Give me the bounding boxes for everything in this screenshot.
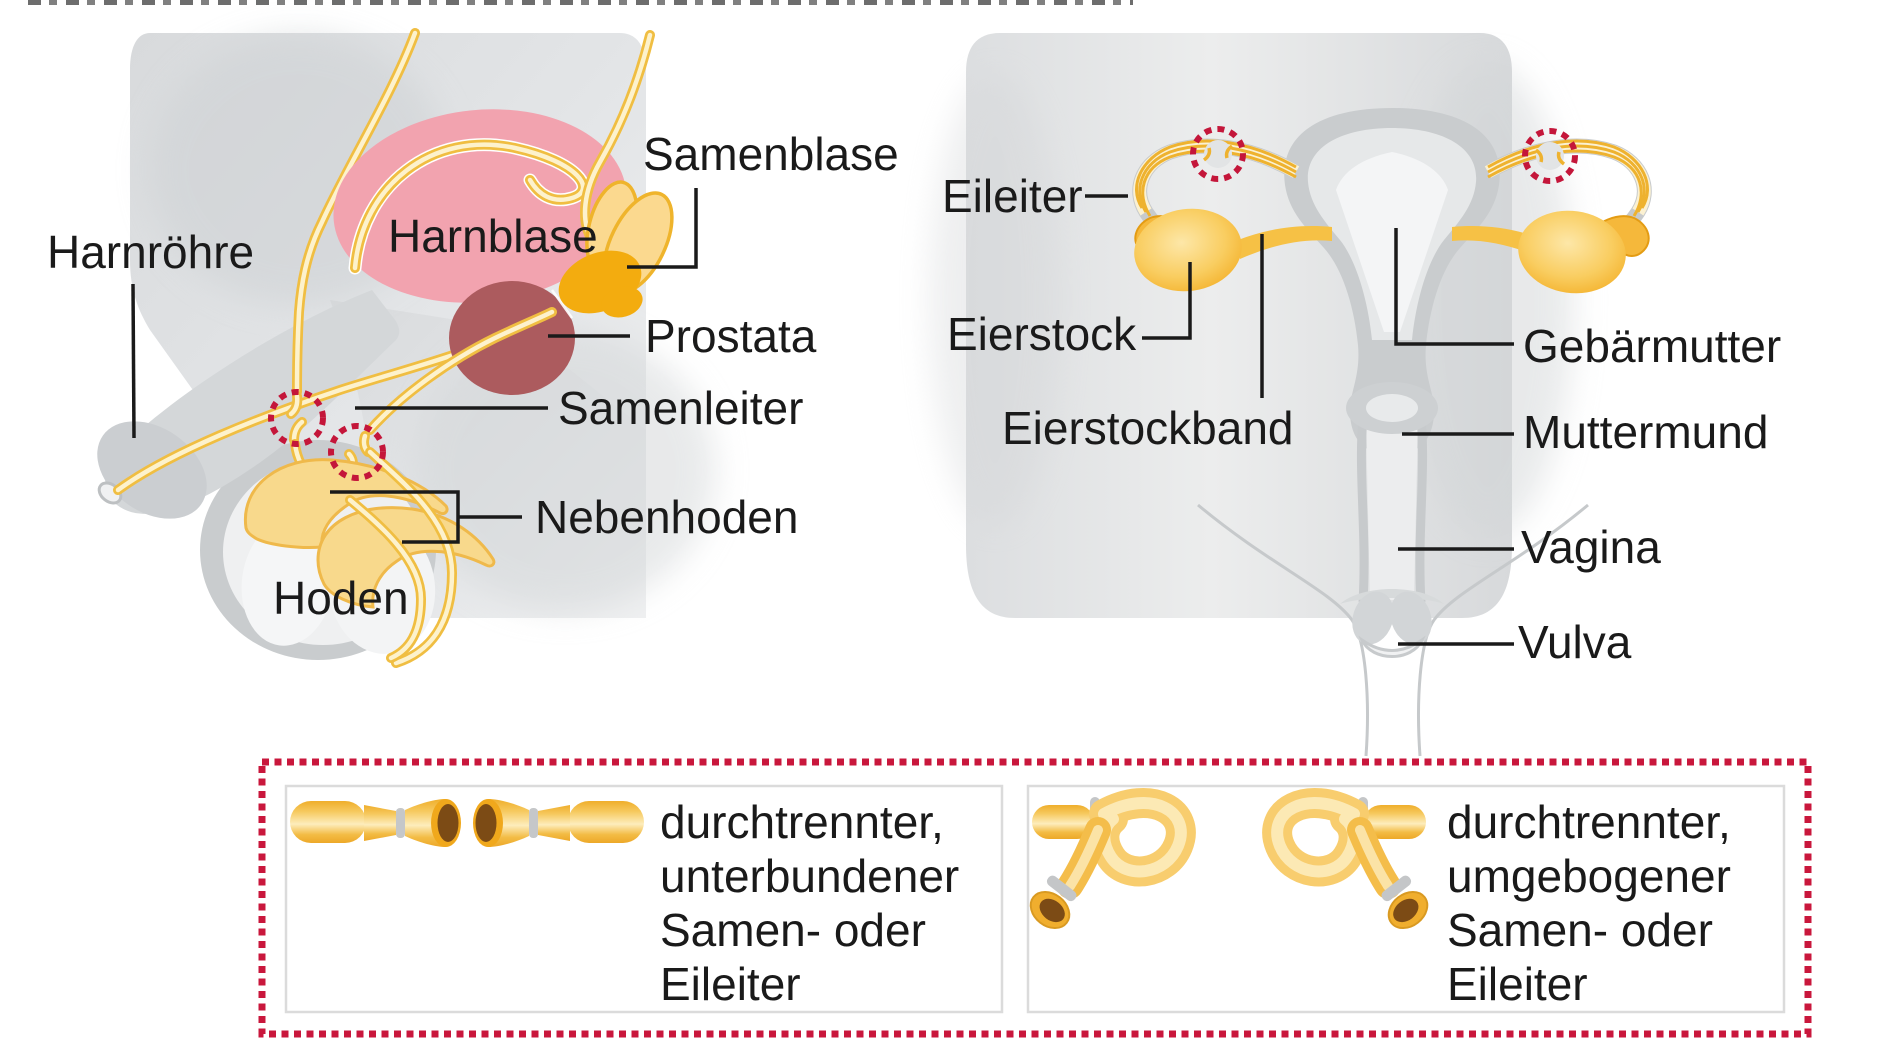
pointer-eierstock	[1142, 262, 1192, 340]
legend-text-right: durchtrennter, umgebogener Samen- oder E…	[1447, 796, 1731, 1010]
label-harnblase: Harnblase	[388, 210, 598, 262]
label-gebaermutter: Gebärmutter	[1523, 320, 1781, 372]
legend-left-line2: unterbundener	[660, 850, 959, 902]
seminal-vesicle-dark	[558, 250, 643, 318]
cut-marker-circle-female-left	[1190, 126, 1246, 182]
severed-tied-tube-icon	[290, 799, 644, 847]
label-eileiter: Eileiter	[942, 170, 1083, 222]
legend-left-line1: durchtrennter,	[660, 796, 944, 848]
ovary-left	[1134, 208, 1242, 292]
legend-dotted-border	[258, 758, 1812, 1038]
uterus-shape	[1284, 108, 1500, 455]
cut-marker-circle-male-2	[328, 423, 386, 481]
label-vagina: Vagina	[1521, 521, 1661, 573]
legend-box: durchtrennter, unterbundener Samen- oder…	[258, 758, 1812, 1038]
legend-text-left: durchtrennter, unterbundener Samen- oder…	[660, 796, 959, 1010]
cervix-shape	[1346, 382, 1438, 434]
severed-folded-tube-icon	[1029, 797, 1435, 936]
pointer-nebenhoden	[330, 490, 522, 544]
label-samenleiter: Samenleiter	[558, 382, 803, 434]
cut-marker-circle-female-right	[1522, 128, 1578, 184]
legend-left-line3: Samen- oder	[660, 904, 926, 956]
right-duct-tube	[580, 30, 655, 245]
legend-right-line2: umgebogener	[1447, 850, 1731, 902]
vagina-canal	[1356, 417, 1428, 603]
label-eierstockband: Eierstockband	[1002, 402, 1294, 454]
legend-right-line4: Eileiter	[1447, 958, 1588, 1010]
legend-left-line4: Eileiter	[660, 958, 801, 1010]
clipped-text-strip	[28, 0, 1133, 5]
label-harnroehre: Harnröhre	[47, 226, 254, 278]
label-eierstock: Eierstock	[947, 308, 1137, 360]
cut-marker-circle-male-1	[268, 389, 326, 447]
vulva-shape	[1340, 589, 1444, 658]
legend-right-line3: Samen- oder	[1447, 904, 1713, 956]
label-vulva: Vulva	[1518, 616, 1632, 668]
legend-right-line1: durchtrennter,	[1447, 796, 1731, 848]
female-labels: Eileiter Eierstock Eierstockband Gebärmu…	[942, 170, 1781, 668]
label-nebenhoden: Nebenhoden	[535, 491, 798, 543]
vas-ampulla-tube	[348, 138, 590, 275]
male-labels: Harnröhre Harnblase Samenblase Prostata …	[47, 128, 899, 624]
label-muttermund: Muttermund	[1523, 406, 1768, 458]
scrotal-tube-loops	[345, 447, 458, 668]
label-hoden: Hoden	[273, 572, 409, 624]
vas-deferens-left	[292, 28, 420, 397]
prostate-shape	[449, 281, 575, 395]
label-prostata: Prostata	[645, 310, 817, 362]
pointer-samenblase	[627, 188, 698, 269]
ovary-right	[1518, 210, 1626, 294]
label-samenblase: Samenblase	[643, 128, 899, 180]
pointer-harnroehre	[131, 283, 136, 439]
pointer-gebaermutter	[1394, 228, 1514, 346]
